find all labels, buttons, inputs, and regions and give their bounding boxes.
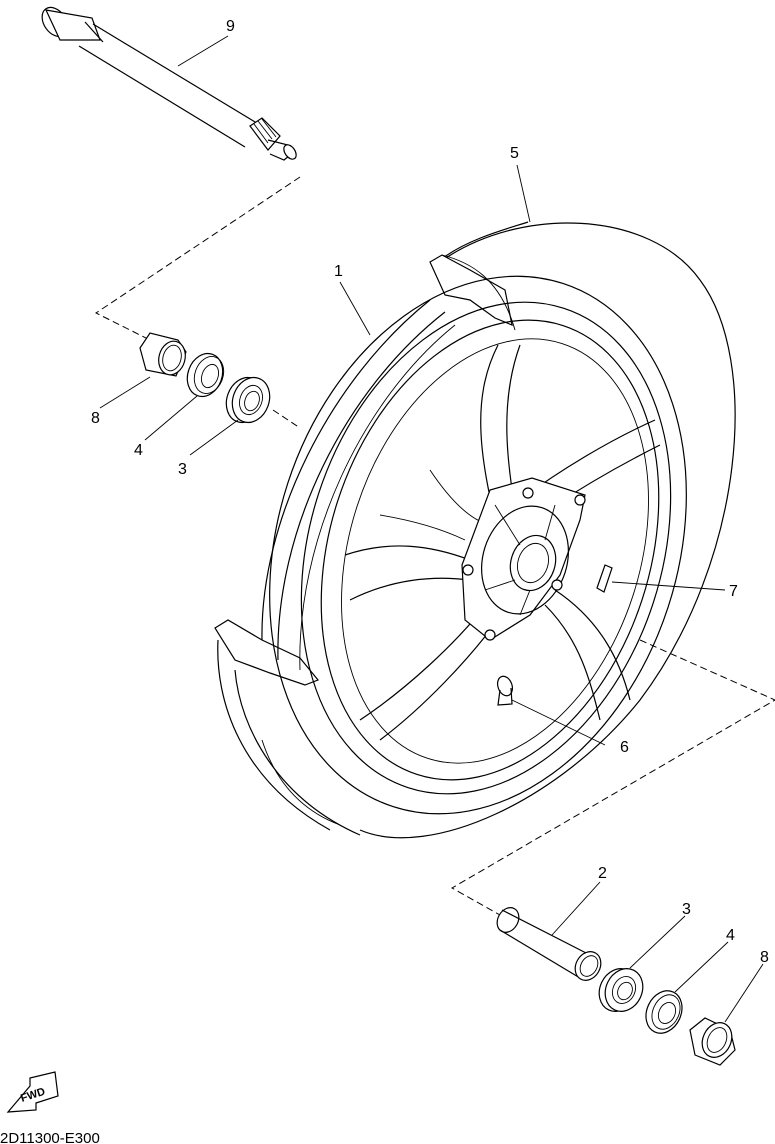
part-5-tire	[214, 221, 736, 839]
part-2-spacer	[496, 907, 602, 981]
part-7-balance-weight	[596, 564, 613, 593]
callout-5: 5	[510, 145, 519, 162]
callout-6: 6	[620, 739, 629, 756]
callouts: 9 5 1 8 4 3 7 6 2 3 4 8	[91, 18, 769, 966]
callout-4-right: 4	[726, 927, 735, 944]
callout-9: 9	[226, 18, 235, 35]
part-8-collar-right	[689, 1017, 736, 1066]
callout-3-left: 3	[178, 461, 187, 478]
part-1-wheel-rim	[261, 275, 687, 815]
callout-4-left: 4	[134, 442, 143, 459]
part-8-collar-left	[139, 332, 187, 377]
diagram-code: 2D11300-E300	[0, 1130, 100, 1144]
callout-8-right: 8	[760, 949, 769, 966]
callout-2: 2	[598, 865, 607, 882]
callout-3-right: 3	[682, 901, 691, 918]
callout-8-left: 8	[91, 410, 100, 427]
part-3-bearing-right	[598, 968, 644, 1012]
callout-7: 7	[729, 583, 738, 600]
part-4-oil-seal-left	[186, 352, 225, 398]
wheel-hub	[461, 477, 586, 641]
part-3-bearing-left	[225, 376, 271, 424]
fwd-arrow-icon: FWD	[6, 1071, 59, 1113]
part-9-axle	[41, 6, 297, 161]
part-6-valve	[496, 675, 514, 706]
assembly-lines	[95, 176, 775, 916]
leader-lines	[99, 35, 764, 1023]
callout-1: 1	[334, 263, 343, 280]
part-4-oil-seal-right	[645, 990, 683, 1034]
